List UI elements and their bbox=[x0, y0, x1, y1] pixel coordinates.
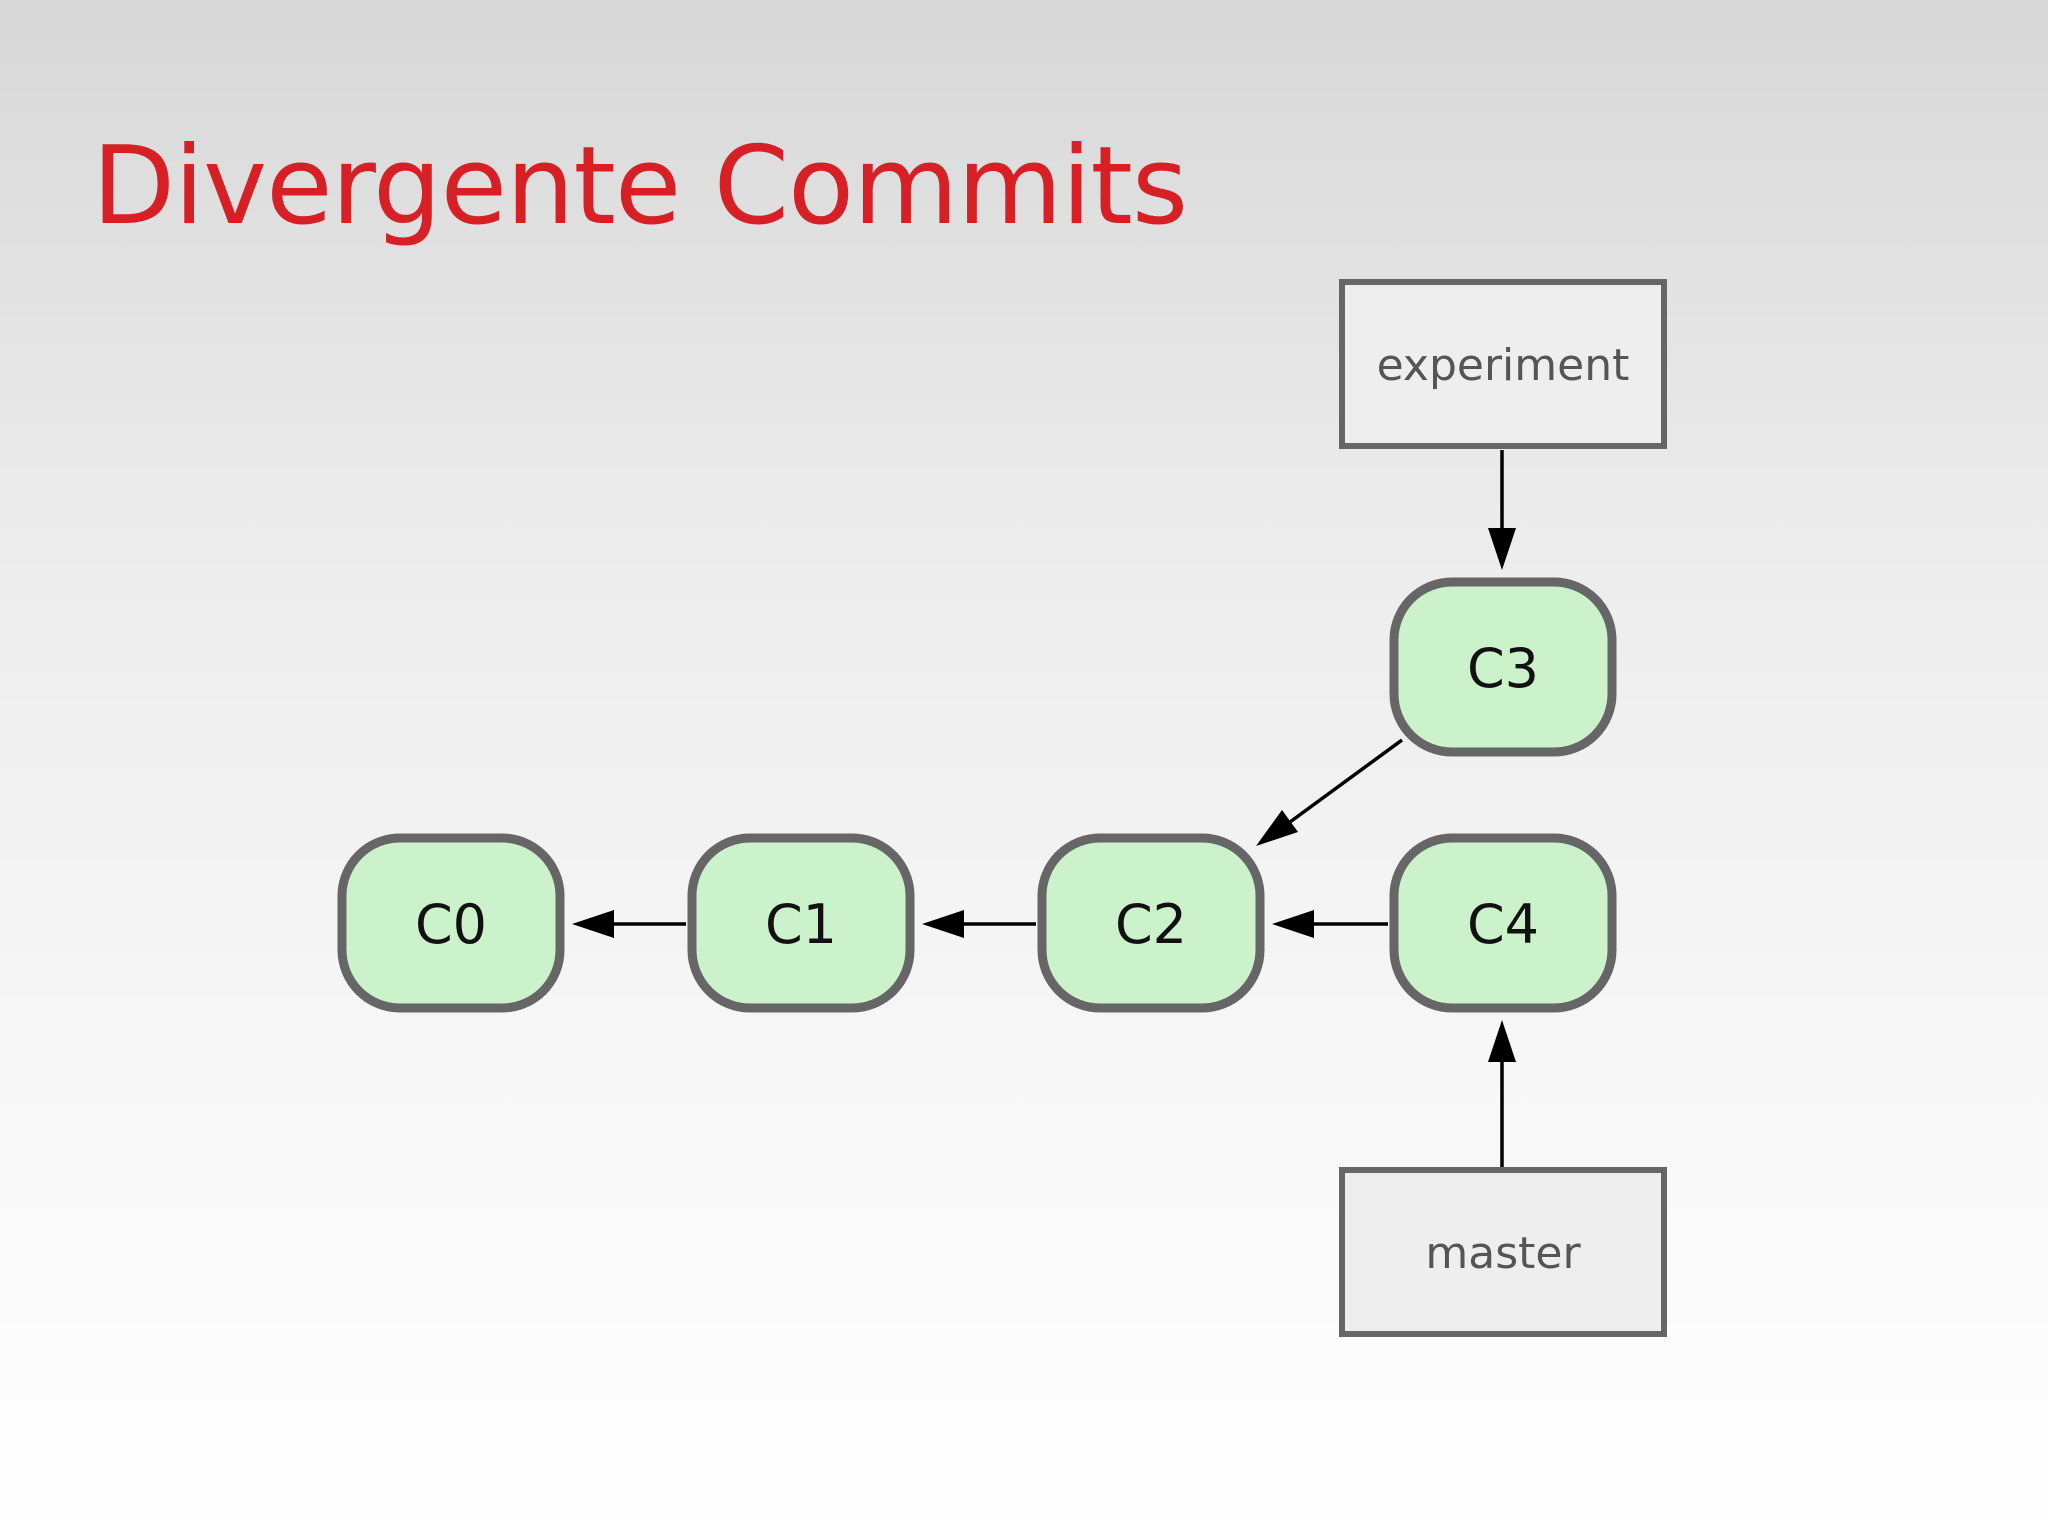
edge-c3-to-c2 bbox=[1256, 738, 1404, 846]
edge-c2-to-c1 bbox=[922, 910, 1036, 938]
branch-box-master: master bbox=[1339, 1167, 1667, 1337]
branch-label-experiment: experiment bbox=[1377, 340, 1630, 391]
branch-box-experiment: experiment bbox=[1339, 279, 1667, 449]
edge-c4-to-c2 bbox=[1272, 910, 1388, 938]
commit-node-c4: C4 bbox=[1389, 833, 1617, 1013]
commit-node-c1: C1 bbox=[687, 833, 915, 1013]
commit-node-c3: C3 bbox=[1389, 577, 1617, 757]
commit-label-c2: C2 bbox=[1115, 893, 1187, 956]
commit-label-c1: C1 bbox=[765, 893, 837, 956]
commit-label-c0: C0 bbox=[415, 893, 487, 956]
slide-title: Divergente Commits bbox=[92, 124, 1188, 249]
commit-node-c0: C0 bbox=[337, 833, 565, 1013]
commit-node-c2: C2 bbox=[1037, 833, 1265, 1013]
edge-master-to-c4 bbox=[1488, 1020, 1516, 1168]
edge-c1-to-c0 bbox=[572, 910, 686, 938]
commit-label-c3: C3 bbox=[1467, 637, 1539, 700]
commit-label-c4: C4 bbox=[1467, 893, 1539, 956]
branch-label-master: master bbox=[1425, 1228, 1581, 1279]
edge-experiment-to-c3 bbox=[1488, 450, 1516, 570]
